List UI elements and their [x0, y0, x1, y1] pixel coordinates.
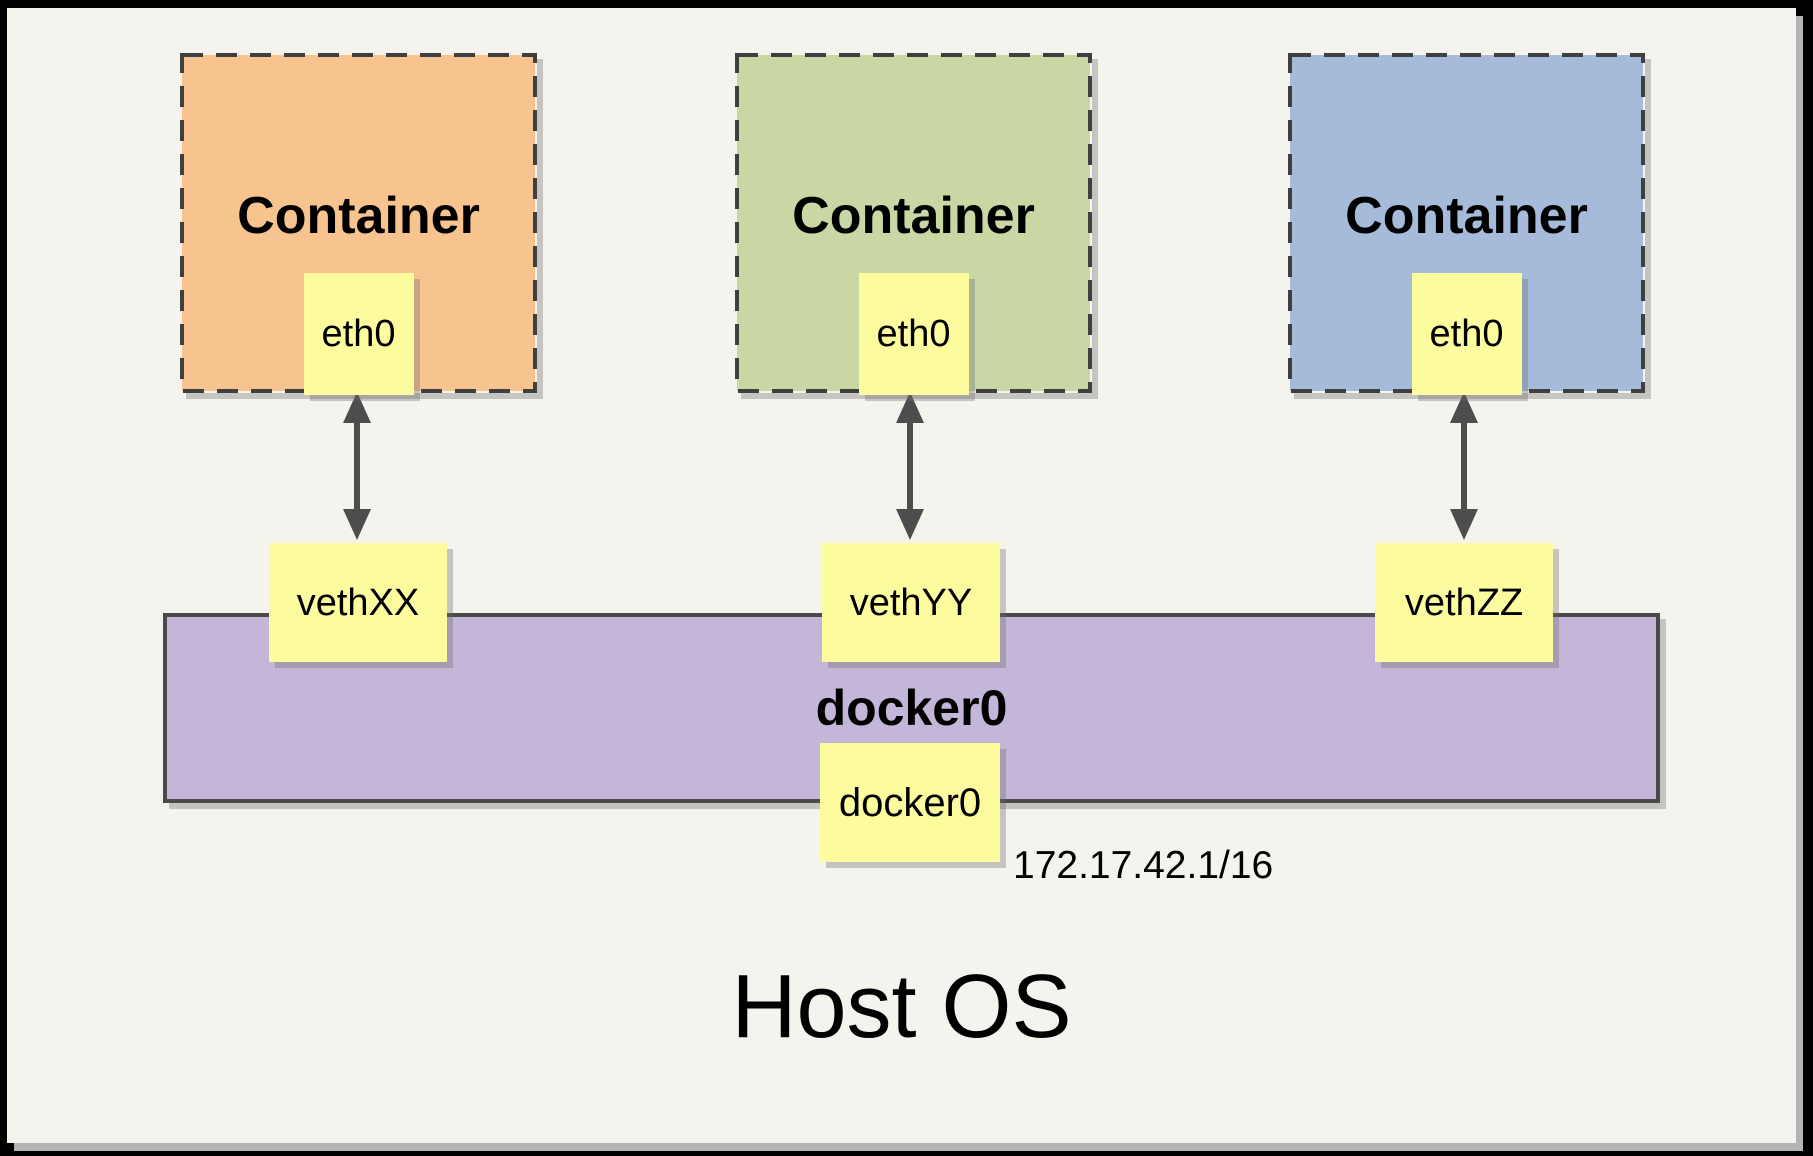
arrow-eth0-vethxx — [339, 389, 375, 543]
arrow-eth0-vethyy — [892, 389, 928, 543]
eth0-interface-box-1: eth0 — [303, 273, 414, 395]
double-arrow-icon — [1450, 392, 1478, 540]
container-label-2: Container — [792, 187, 1035, 245]
container-label-1: Container — [237, 187, 480, 245]
veth-label-1: vethXX — [296, 581, 420, 624]
host-os-title: Host OS — [731, 957, 1072, 1057]
eth0-interface-label-2: eth0 — [876, 313, 951, 355]
container-box-1: Container eth0 — [180, 53, 537, 395]
veth-label-2: vethYY — [849, 581, 973, 624]
veth-box-1: vethXX — [269, 543, 447, 662]
arrow-eth0-vethzz — [1446, 389, 1482, 543]
eth0-interface-box-3: eth0 — [1411, 273, 1522, 395]
container-label-3: Container — [1345, 187, 1588, 245]
docker0-interface-label: docker0 — [838, 780, 982, 825]
veth-box-3: vethZZ — [1375, 543, 1553, 662]
bridge-subnet-label: 172.17.42.1/16 — [1013, 844, 1274, 887]
double-arrow-icon — [343, 392, 371, 540]
eth0-interface-label-3: eth0 — [1429, 313, 1504, 355]
veth-box-2: vethYY — [822, 543, 1000, 662]
container-box-2: Container eth0 — [735, 53, 1092, 395]
eth0-interface-label-1: eth0 — [321, 313, 396, 355]
docker0-bridge-label: docker0 — [815, 680, 1008, 736]
docker0-interface-box: docker0 — [820, 743, 1000, 862]
veth-label-3: vethZZ — [1404, 581, 1524, 624]
eth0-interface-box-2: eth0 — [858, 273, 969, 395]
container-box-3: Container eth0 — [1288, 53, 1645, 395]
double-arrow-icon — [896, 392, 924, 540]
